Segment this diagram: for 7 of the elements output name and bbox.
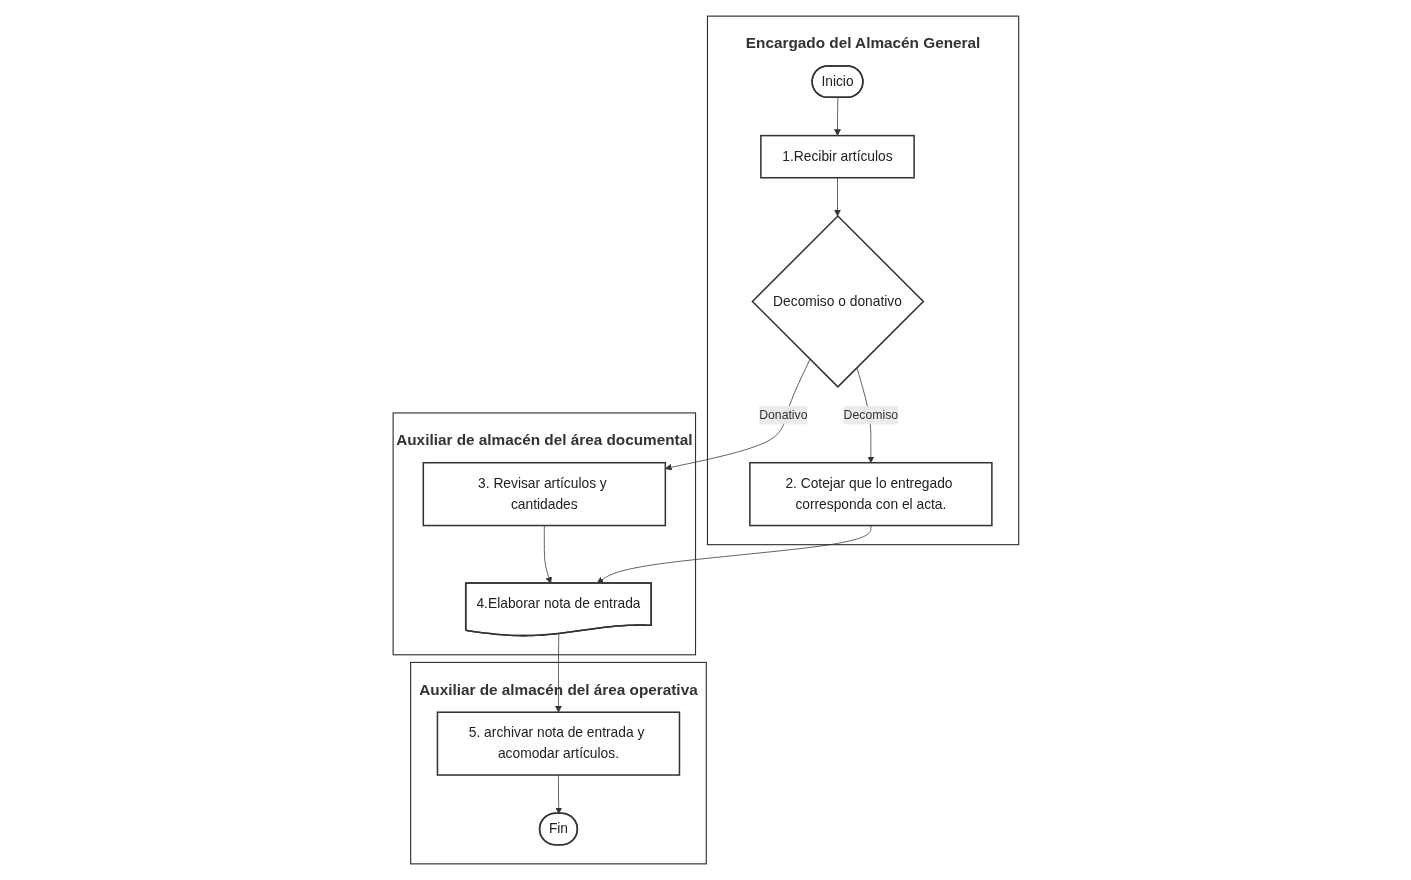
node-box: 1.Recibir artículos xyxy=(759,134,915,179)
node-box: 3. Revisar artículos y cantidades xyxy=(422,461,666,527)
node-box: 2. Cotejar que lo entregado corresponda con el acta. xyxy=(748,461,993,527)
edge-label: Decomiso xyxy=(843,408,898,422)
edge-label: Donativo xyxy=(758,408,808,422)
node-box: 5. archivar nota de entrada y acomodar artículos. xyxy=(436,711,680,776)
node-diamond: Decomiso o donativo xyxy=(750,214,924,388)
